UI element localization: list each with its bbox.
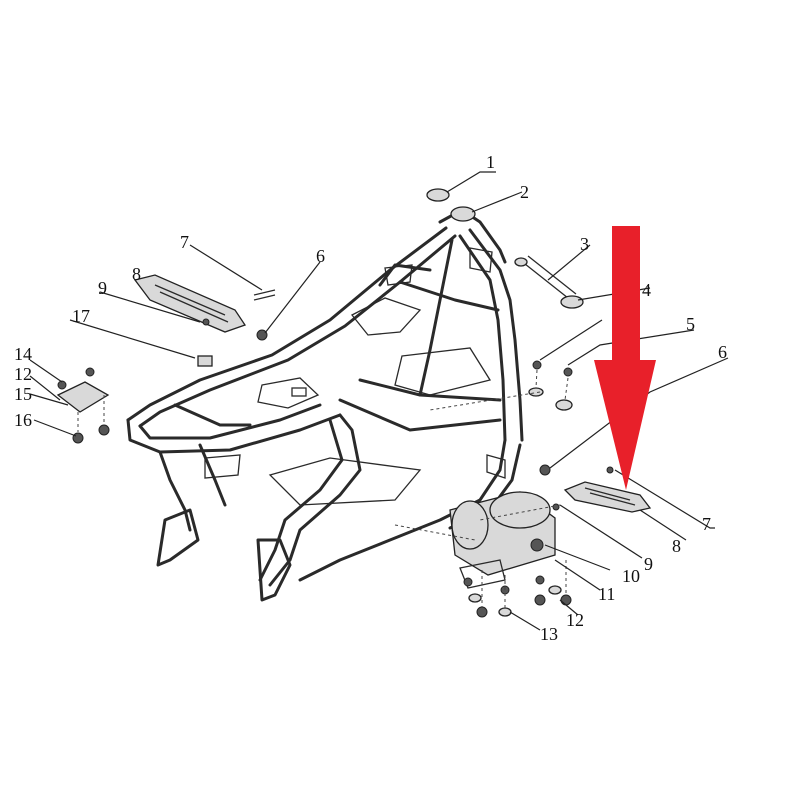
callout-5: 5 xyxy=(686,314,695,334)
callout-14: 14 xyxy=(14,344,32,364)
callout-7-left: 7 xyxy=(180,232,189,252)
callout-11: 11 xyxy=(598,584,615,604)
left-footpeg xyxy=(133,274,276,341)
bolts-right xyxy=(528,360,573,411)
callout-labels: 1 2 3 4 5 6 7 8 9 10 11 12 13 7 6 8 9 17… xyxy=(14,152,727,644)
leader-lines xyxy=(29,171,729,631)
red-pointer-arrow xyxy=(594,226,656,490)
callout-3: 3 xyxy=(580,234,589,254)
main-frame xyxy=(126,208,524,587)
right-footpeg xyxy=(539,464,652,513)
callout-6-right: 6 xyxy=(718,342,727,362)
callout-8-left: 8 xyxy=(132,264,141,284)
callout-12-right: 12 xyxy=(566,610,584,630)
callout-10: 10 xyxy=(622,566,640,586)
callout-9-right: 9 xyxy=(644,554,653,574)
callout-13: 13 xyxy=(540,624,558,644)
callout-9-left: 9 xyxy=(98,278,107,298)
axle-pin xyxy=(514,255,584,309)
bearing-cup-top xyxy=(426,188,450,202)
callout-6-left: 6 xyxy=(316,246,325,266)
bracket-part-17 xyxy=(197,355,213,367)
callout-8-right: 8 xyxy=(672,536,681,556)
callout-15: 15 xyxy=(14,384,32,404)
frame-plates xyxy=(156,247,506,602)
callout-12-left: 12 xyxy=(14,364,32,384)
callout-16: 16 xyxy=(14,410,32,430)
callout-7-right: 7 xyxy=(702,514,711,534)
steering-head-bearing xyxy=(450,206,476,222)
callout-1: 1 xyxy=(486,152,495,172)
canister-part xyxy=(449,491,556,589)
callout-4: 4 xyxy=(642,280,651,300)
callout-2: 2 xyxy=(520,182,529,202)
callout-17: 17 xyxy=(72,306,90,326)
nut-set-bottom xyxy=(463,560,572,618)
